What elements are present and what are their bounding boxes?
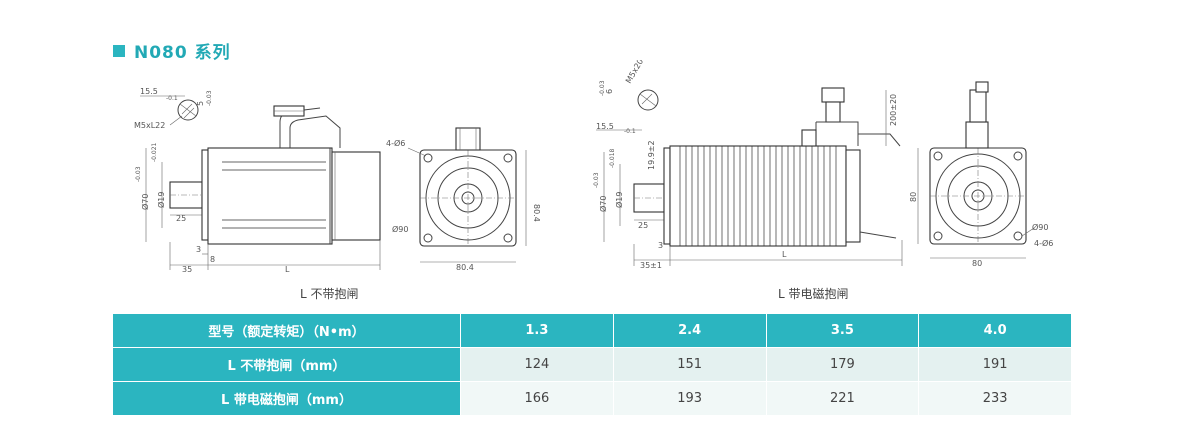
dim-shaft-len-r: 25 bbox=[638, 221, 648, 230]
dim-keyway-tol-r: -0.1 bbox=[624, 128, 636, 135]
dim-key-width-r: 6 bbox=[605, 89, 614, 94]
table-cell: 124 bbox=[460, 347, 614, 382]
header-cell: 3.5 bbox=[765, 313, 920, 348]
caption-with-brake: L 带电磁抱闸 bbox=[778, 287, 849, 301]
dim-pilot-tol-r: -0.03 bbox=[593, 172, 600, 188]
dim-shaft-thread-r: M5x20 bbox=[624, 60, 645, 85]
dim-key-width-tol-r: -0.03 bbox=[599, 80, 606, 96]
dim-35-r: 35±1 bbox=[640, 261, 662, 270]
dim-keyway-tol: -0.1 bbox=[166, 95, 178, 102]
header-label: 型号（额定转矩）（N•m） bbox=[112, 313, 461, 348]
dim-pilot: Ø70 bbox=[140, 194, 150, 210]
dim-shaft-tol-r: -0.018 bbox=[609, 148, 616, 168]
motor-drawing-with-brake: M5x20 6 -0.03 15.5 -0.1 Ø70 -0.03 Ø19 -0… bbox=[593, 60, 1053, 270]
dim-3-r: 3 bbox=[658, 241, 663, 250]
table-cell: 166 bbox=[460, 381, 614, 416]
dim-length-r: L bbox=[782, 250, 787, 259]
dim-flange-hole-r: 4-Ø6 bbox=[1034, 238, 1053, 248]
table-cell: 221 bbox=[765, 381, 920, 416]
table-row: L 不带抱闸（mm） 124 151 179 191 bbox=[112, 347, 1072, 382]
title-marker bbox=[113, 44, 125, 57]
dim-keyway-r: 15.5 bbox=[596, 122, 614, 131]
table-cell: 151 bbox=[612, 347, 767, 382]
dim-square: 80.4 bbox=[456, 263, 474, 272]
dim-square-h: 80.4 bbox=[532, 204, 541, 222]
header-cell: 4.0 bbox=[918, 313, 1072, 348]
dim-key-width-tol: -0.03 bbox=[206, 90, 213, 106]
dim-square-h-r: 80 bbox=[909, 192, 918, 202]
dim-cable: 200±20 bbox=[889, 94, 898, 126]
section-title: N080 系列 bbox=[113, 38, 231, 63]
spec-table: 型号（额定转矩）（N•m） 1.3 2.4 3.5 4.0 L 不带抱闸（mm）… bbox=[112, 313, 1072, 416]
dim-pilot-r: Ø70 bbox=[598, 196, 608, 212]
header-cell: 1.3 bbox=[460, 313, 614, 348]
dim-shaft-len: 25 bbox=[176, 214, 186, 223]
shaft-section-icon bbox=[177, 99, 199, 121]
dim-shaft-tol: -0.021 bbox=[151, 142, 158, 162]
page-title: N080 系列 bbox=[134, 43, 231, 63]
dim-35: 35 bbox=[182, 265, 192, 274]
dim-flange-hole: 4-Ø6 bbox=[386, 138, 405, 148]
table-cell: 179 bbox=[765, 347, 920, 382]
dim-3: 3 bbox=[196, 245, 201, 254]
dim-key-width: 5 bbox=[196, 101, 205, 106]
dim-bolt-circle-r: Ø90 bbox=[1032, 222, 1048, 232]
dim-square-r: 80 bbox=[972, 259, 982, 268]
caption-no-brake: L 不带抱闸 bbox=[300, 287, 359, 301]
dim-shaft-dia: Ø19 bbox=[156, 192, 166, 208]
shaft-section-icon bbox=[637, 89, 659, 111]
dim-8: 8 bbox=[210, 255, 215, 264]
table-cell: 191 bbox=[918, 347, 1072, 382]
dim-shaft-len-fine: 19.9±2 bbox=[647, 140, 656, 170]
header-cell: 2.4 bbox=[612, 313, 767, 348]
dim-length: L bbox=[285, 265, 290, 274]
table-header-row: 型号（额定转矩）（N•m） 1.3 2.4 3.5 4.0 bbox=[112, 313, 1072, 348]
dim-bolt-circle: Ø90 bbox=[392, 224, 408, 234]
cooling-fins bbox=[679, 146, 837, 246]
table-cell: 193 bbox=[612, 381, 767, 416]
dim-keyway: 15.5 bbox=[140, 87, 158, 96]
table-cell: 233 bbox=[918, 381, 1072, 416]
row-label: L 不带抱闸（mm） bbox=[112, 347, 461, 382]
dim-shaft-thread: M5xL22 bbox=[134, 121, 165, 130]
dim-pilot-tol: -0.03 bbox=[135, 166, 142, 182]
dim-shaft-dia-r: Ø19 bbox=[614, 192, 624, 208]
motor-drawing-no-brake: 15.5 -0.1 5 -0.03 M5xL22 Ø70 -0.03 Ø19 -… bbox=[134, 87, 541, 274]
row-label: L 带电磁抱闸（mm） bbox=[112, 381, 461, 416]
table-row: L 带电磁抱闸（mm） 166 193 221 233 bbox=[112, 381, 1072, 416]
